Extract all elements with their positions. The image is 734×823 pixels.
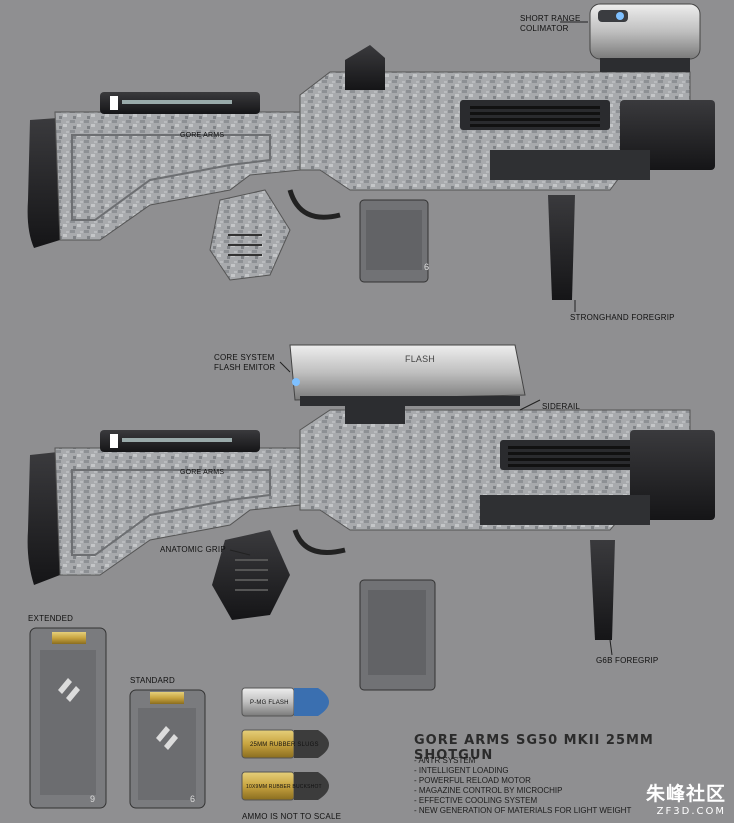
weapon-title: GORE ARMS SG50 MKII 25MM SHOTGUN	[414, 733, 654, 763]
callout-g6b-foregrip: G6B FOREGRIP	[596, 656, 659, 665]
callout-flash-emitor: CORE SYSTEM FLASH EMITOR	[214, 353, 275, 373]
watermark: 朱峰社区 ZF3D.COM	[646, 779, 726, 817]
ammo-shells	[241, 687, 329, 801]
feature-item: - EFFECTIVE COOLING SYSTEM	[414, 796, 538, 805]
feature-item: - MAGAZINE CONTROL BY MICROCHIP	[414, 786, 563, 795]
feature-item: - NEW GENERATION OF MATERIALS FOR LIGHT …	[414, 806, 632, 815]
callout-line: CORE SYSTEM	[214, 353, 275, 362]
mag-number-standard: 6	[190, 794, 196, 804]
ammo-label-1: P-MG FLASH	[250, 700, 289, 706]
callout-short-range-colimator: SHORT RANGE COLIMATOR	[520, 14, 581, 34]
callout-leaders	[229, 21, 613, 656]
magazine-extended	[29, 627, 107, 809]
callout-extended: EXTENDED	[28, 614, 74, 623]
callout-ammo-scale: AMMO IS NOT TO SCALE	[242, 812, 342, 821]
feature-item: - ANTR SYSTEM	[414, 756, 476, 765]
callout-standard: STANDARD	[130, 676, 176, 685]
brand-stamp-bottom: GORE ARMS	[180, 469, 225, 476]
callout-line: SHORT RANGE	[520, 14, 581, 23]
ammo-label-2: 25MM RUBBER SLUGS	[250, 742, 319, 748]
watermark-text: 朱峰社区	[645, 783, 726, 805]
feature-item: - INTELLIGENT LOADING	[414, 766, 509, 775]
top-shotgun	[27, 3, 715, 300]
mag-number-extended: 9	[90, 794, 96, 804]
brand-stamp-top: GORE ARMS	[180, 132, 225, 139]
flash-stamp: FLASH	[405, 354, 436, 364]
callout-stronghand-foregrip: STRONGHAND FOREGRIP	[570, 313, 675, 322]
magazine-standard	[129, 689, 206, 809]
callout-line: COLIMATOR	[520, 24, 569, 33]
feature-item: - POWERFUL RELOAD MOTOR	[414, 776, 531, 785]
callout-line: FLASH EMITOR	[214, 363, 276, 372]
bottom-shotgun	[27, 344, 715, 691]
feature-list: - ANTR SYSTEM - INTELLIGENT LOADING - PO…	[414, 756, 631, 816]
callout-siderail: SIDERAIL	[542, 402, 581, 411]
ammo-label-3: 10x9MM RUBBER BUCKSHOT	[246, 784, 322, 790]
callout-anatomic-grip: ANATOMIC GRIP	[160, 545, 226, 554]
watermark-url: ZF3D.COM	[656, 806, 726, 817]
mag-number-top: 6	[424, 262, 430, 272]
